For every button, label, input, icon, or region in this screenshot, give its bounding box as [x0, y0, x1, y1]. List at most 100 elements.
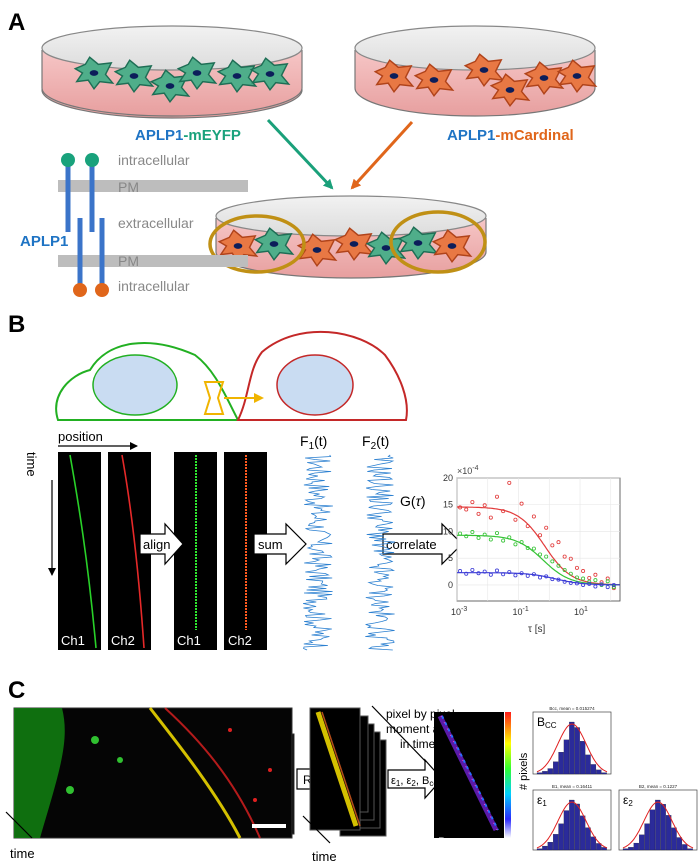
label-ch2-raw: Ch2	[111, 633, 135, 648]
data-point	[562, 554, 567, 559]
y-tick-label: 15	[443, 500, 453, 510]
data-point	[593, 578, 598, 583]
label-f1-suffix: (t)	[314, 433, 327, 449]
histogram-bar	[563, 739, 570, 775]
kymograph-ch1-raw: Ch1	[58, 452, 101, 650]
data-point	[538, 552, 543, 557]
data-point	[458, 531, 463, 536]
histogram-bar	[622, 848, 629, 851]
data-point	[587, 581, 592, 586]
label-bcc-sub: cc	[429, 779, 437, 788]
fit-curve	[457, 506, 621, 586]
plasma-membrane-bottom	[58, 255, 248, 267]
data-point	[513, 573, 518, 578]
label-intracellular-top: intracellular	[118, 152, 190, 168]
histogram-bar	[558, 823, 564, 851]
label-moments: ε1, ε2, Bcc	[391, 775, 437, 788]
data-point	[488, 515, 493, 520]
histogram-bar	[590, 836, 597, 851]
dish-right	[354, 25, 597, 117]
data-point	[593, 572, 598, 577]
plasma-membrane-top	[58, 180, 248, 192]
data-point	[488, 572, 493, 577]
data-point	[482, 532, 487, 537]
x-tick-label: 10-1	[513, 606, 529, 617]
scale-bar	[252, 824, 286, 828]
histogram-bar	[676, 837, 683, 851]
data-point	[538, 575, 543, 580]
data-point	[531, 572, 536, 577]
data-point	[581, 582, 586, 587]
label-f1-letter: F	[300, 433, 309, 449]
data-point	[525, 573, 530, 578]
data-point	[581, 576, 586, 581]
plot-ylabel-main: G(	[400, 493, 416, 509]
label-eps-2: ε	[406, 775, 411, 787]
data-point	[482, 503, 487, 508]
label-bcc-map-suffix: map	[454, 835, 481, 849]
data-point	[525, 524, 530, 529]
histogram-bar	[644, 823, 650, 851]
histogram-label: BCC	[537, 715, 557, 730]
plot-xlabel: τ [s]	[528, 624, 546, 635]
histogram-bar	[579, 815, 586, 851]
label-bcc-map: Bcc map	[438, 835, 481, 850]
histogram-bar	[633, 842, 639, 851]
data-point	[525, 546, 530, 551]
data-point	[458, 569, 463, 574]
label-pm-bottom: PM	[118, 253, 139, 269]
histogram-title: Bcc, mean = 0.015274	[549, 706, 595, 711]
data-point	[556, 577, 561, 582]
scan-focus-icon	[203, 381, 225, 415]
data-point	[550, 543, 555, 548]
plot-ylabel-close: )	[421, 493, 426, 509]
label-aplp1-name-left: APLP1	[135, 127, 183, 144]
label-bcc: B	[422, 775, 429, 787]
histogram-bar	[579, 741, 586, 775]
data-point	[507, 480, 512, 485]
label-time-stack: time	[10, 846, 35, 861]
histogram-title: B2, mean = 0.1227	[639, 784, 678, 789]
histogram-bar	[687, 848, 693, 851]
data-point	[605, 585, 610, 590]
data-point	[519, 501, 524, 506]
histogram-bar	[596, 769, 602, 775]
mcardinal-tag-2	[95, 283, 109, 297]
histogram-bar	[590, 764, 597, 775]
y-tick-label: 20	[443, 473, 453, 483]
data-point	[593, 584, 598, 589]
label-eps-2-sub: 2	[411, 779, 416, 788]
label-time-roi: time	[312, 849, 337, 864]
plot-exponent-power: -4	[472, 465, 478, 472]
label-bcc-map-sub: cc	[446, 841, 454, 850]
label-pm-top: PM	[118, 179, 139, 195]
data-point	[556, 563, 561, 568]
label-f1: F1(t)	[300, 433, 327, 452]
histogram-bar	[569, 721, 575, 775]
label-f2-sub: 2	[371, 441, 377, 452]
histogram-bar	[660, 804, 666, 851]
contact-circle-right	[389, 210, 487, 274]
histogram-bar	[655, 799, 661, 851]
label-sum: sum	[258, 537, 283, 552]
x-tick-label: 101	[574, 606, 588, 617]
data-point	[494, 494, 499, 499]
data-point	[568, 556, 573, 561]
data-point	[513, 542, 518, 547]
y-tick-label: 5	[448, 553, 453, 563]
data-point	[562, 579, 567, 584]
data-point	[494, 568, 499, 573]
data-point	[611, 582, 616, 587]
histogram-bar	[639, 834, 645, 851]
histogram-bar	[542, 845, 548, 851]
label-eps-1: ε	[391, 775, 396, 787]
dish-coculture	[208, 195, 487, 279]
data-point	[611, 585, 616, 590]
data-point	[605, 576, 610, 581]
image-stack	[13, 707, 295, 839]
label-f2: F2(t)	[362, 433, 389, 452]
bcc-map: Bcc map	[434, 712, 511, 850]
data-point	[531, 546, 536, 551]
data-point	[458, 505, 463, 510]
